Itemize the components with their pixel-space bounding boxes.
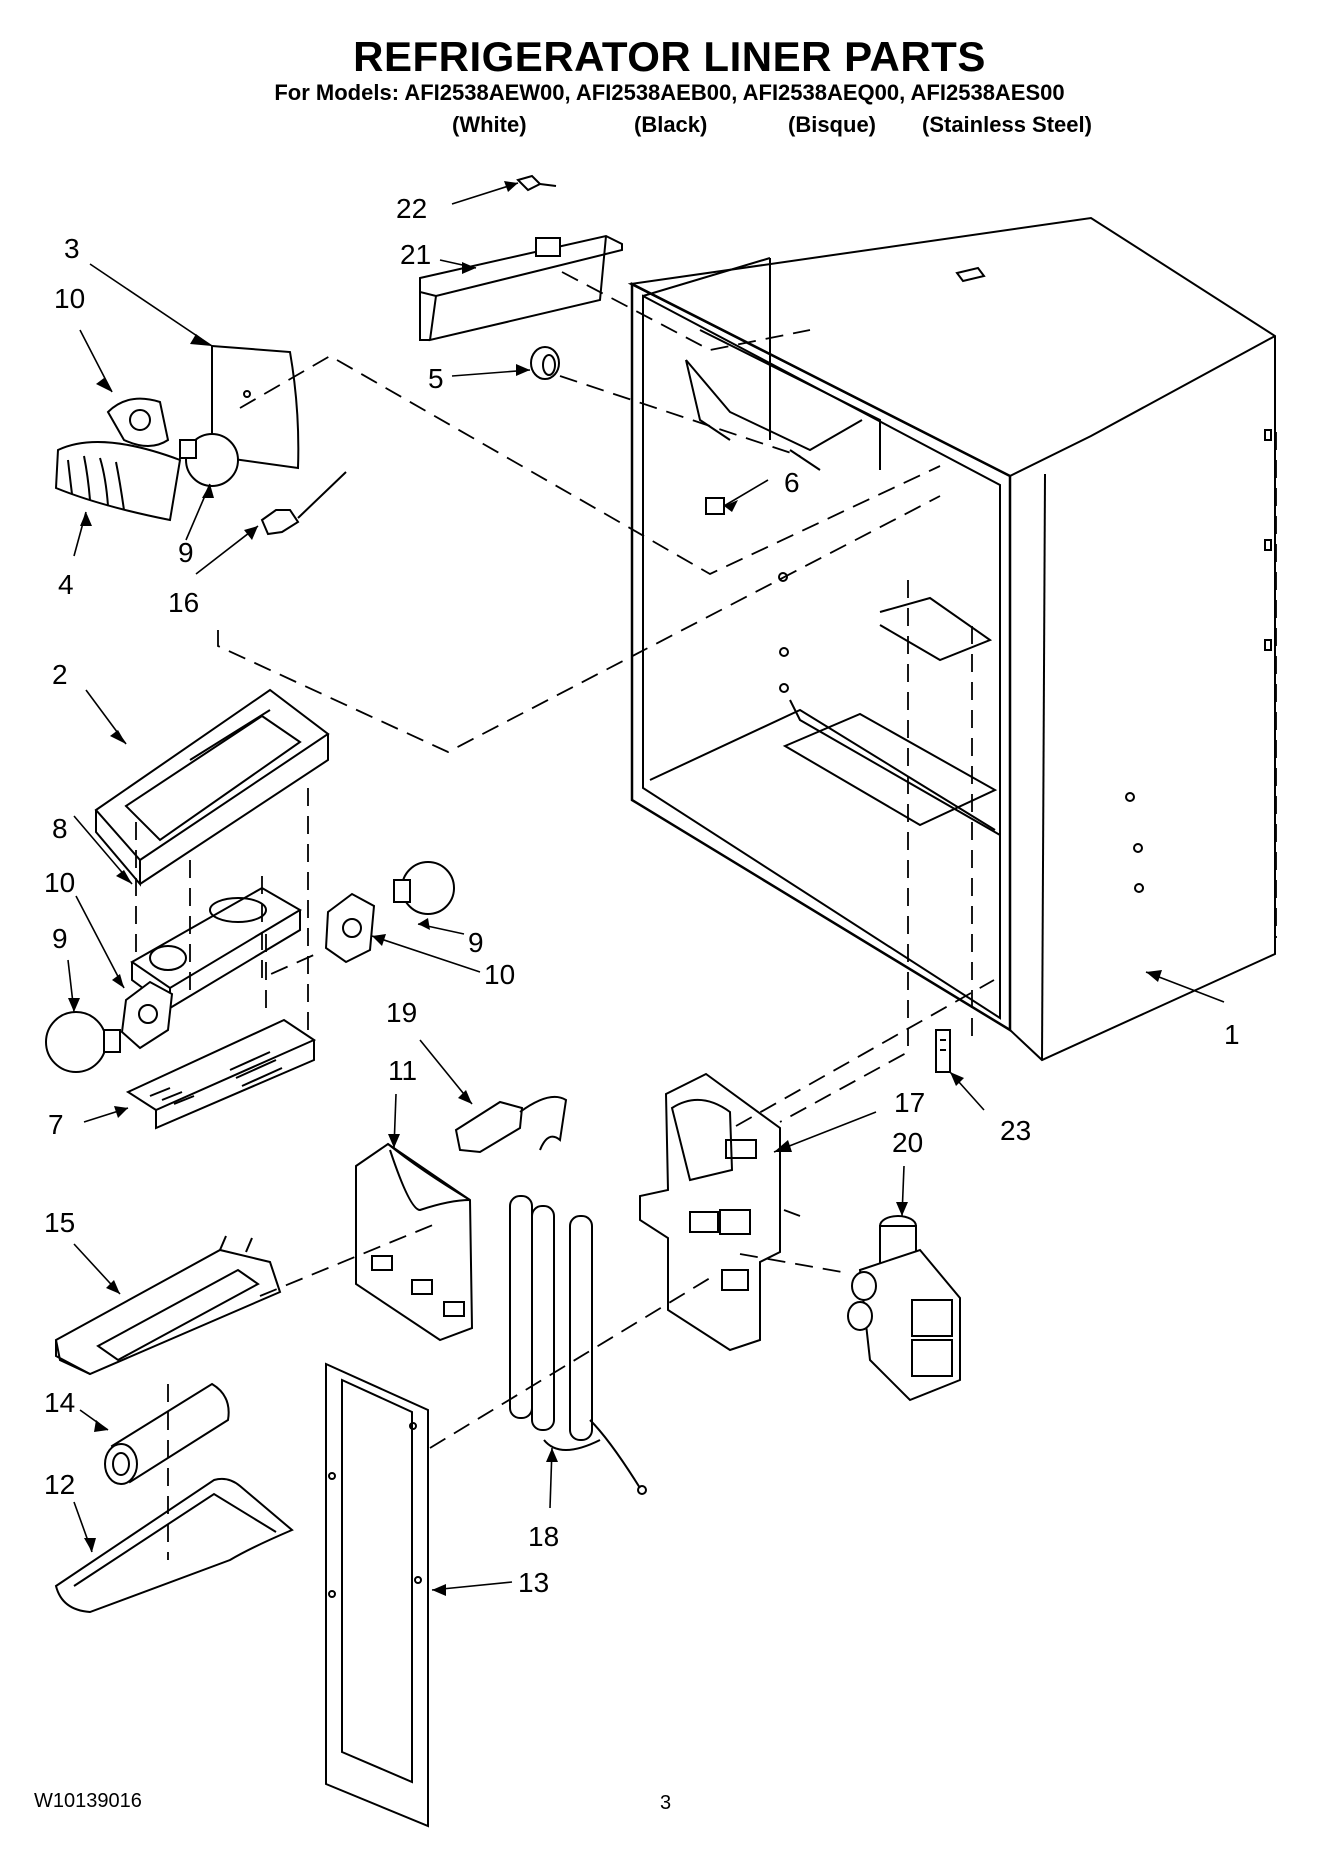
color-white: (White) — [452, 112, 527, 137]
callout-13: 13 — [518, 1567, 549, 1598]
callout-9-left: 9 — [52, 923, 68, 954]
callout-2: 2 — [52, 659, 68, 690]
color-stainless-steel: (Stainless Steel) — [922, 112, 1092, 137]
callout-15: 15 — [44, 1207, 75, 1238]
part-10-socket-left — [120, 980, 174, 1050]
callout-14: 14 — [44, 1387, 75, 1418]
part-15-chute-housing — [54, 1235, 282, 1376]
part-18-heater — [509, 1195, 647, 1495]
callout-6: 6 — [784, 467, 800, 498]
models-line: For Models: AFI2538AEW00, AFI2538AEB00, … — [274, 80, 1065, 105]
callout-10-mid: 10 — [484, 959, 515, 990]
part-14-filter — [104, 1382, 230, 1485]
page-title: REFRIGERATOR LINER PARTS — [353, 33, 986, 80]
part-13-panel — [325, 1362, 429, 1828]
part-11-bracket — [355, 1142, 474, 1342]
part-23-clip — [935, 1029, 951, 1073]
callout-17: 17 — [894, 1087, 925, 1118]
part-8-lens — [130, 886, 302, 1010]
callout-4: 4 — [58, 569, 74, 600]
callout-20: 20 — [892, 1127, 923, 1158]
part-19-connector — [454, 1096, 568, 1154]
callout-12: 12 — [44, 1469, 75, 1500]
color-black: (Black) — [634, 112, 708, 137]
part-20-water-valve — [847, 1215, 961, 1402]
callout-21: 21 — [400, 239, 431, 270]
header: REFRIGERATOR LINER PARTS For Models: AFI… — [0, 34, 1339, 106]
part-22-screw — [516, 174, 557, 192]
callout-9-upper: 9 — [178, 537, 194, 568]
part-1-liner — [627, 216, 1276, 1062]
callout-9-mid: 9 — [468, 927, 484, 958]
part-5-knob — [530, 346, 560, 380]
callout-19: 19 — [386, 997, 417, 1028]
callout-16: 16 — [168, 587, 199, 618]
color-variants: (White) (Black) (Bisque) (Stainless Stee… — [0, 112, 1339, 140]
color-bisque: (Bisque) — [788, 112, 876, 137]
part-17-dispenser-housing — [639, 1072, 781, 1352]
page-number: 3 — [660, 1792, 672, 1814]
part-2-housing — [94, 688, 330, 887]
callout-10-left: 10 — [44, 867, 75, 898]
part-9-bulb-mid — [393, 861, 455, 915]
callout-labels: 1 2 3 4 5 6 7 8 9 9 9 10 10 10 11 12 13 … — [44, 193, 1240, 1598]
callout-18: 18 — [528, 1521, 559, 1552]
part-12-tray — [54, 1477, 294, 1614]
callout-7: 7 — [48, 1109, 64, 1140]
part-9-bulb-left — [45, 1011, 121, 1073]
callout-11: 11 — [388, 1055, 417, 1086]
leader-arrowheads — [68, 181, 1162, 1596]
upper-light-assembly — [54, 344, 347, 536]
part-7-grille — [125, 1018, 317, 1130]
callout-1: 1 — [1224, 1019, 1240, 1050]
callout-22: 22 — [396, 193, 427, 224]
callout-10-upper: 10 — [54, 283, 85, 314]
callout-5: 5 — [428, 363, 444, 394]
part-10-socket-mid — [324, 892, 376, 964]
callout-8: 8 — [52, 813, 68, 844]
callout-3: 3 — [64, 233, 80, 264]
assembly-lines — [135, 271, 1277, 1560]
part-21-cover — [419, 234, 623, 342]
callout-23: 23 — [1000, 1115, 1031, 1146]
document-code: W10139016 — [34, 1790, 142, 1812]
